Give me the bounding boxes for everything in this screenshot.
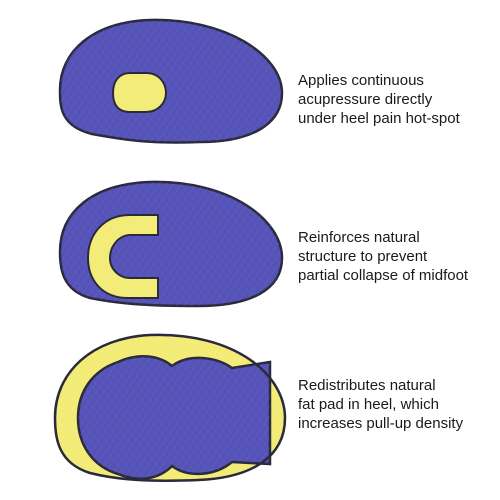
heel-pad-diagram [53,333,287,482]
heel-pad-diagram [58,18,284,144]
heel-pad-hatch-cross [60,19,282,143]
heel-spot-insert [111,72,168,113]
caption-line: acupressure directly [298,91,433,108]
caption-line: increases pull-up density [298,415,464,432]
perimeter-outline [53,333,287,482]
caption-line: Reinforces natural [298,229,420,246]
panel-caption: Applies continuous acupressure directly … [298,71,498,128]
caption-line: Redistributes natural [298,377,436,394]
panel-caption: Redistributes natural fat pad in heel, w… [298,376,498,433]
panel-perimeter: Redistributes natural fat pad in heel, w… [0,320,500,482]
caption-line: partial collapse of midfoot [298,267,469,284]
caption-line: Applies continuous [298,72,424,89]
panel-horseshoe: Reinforces natural structure to prevent … [0,160,500,320]
horseshoe-insert [86,214,159,299]
caption-line: under heel pain hot-spot [298,110,460,127]
panel-caption: Reinforces natural structure to prevent … [298,228,498,285]
caption-line: structure to prevent [298,248,428,265]
heel-pad-diagram [58,180,284,308]
caption-line: fat pad in heel, which [298,396,439,413]
heel-pad-hatch-cross [78,356,270,479]
panel-heel-spot: Applies continuous acupressure directly … [0,0,500,160]
